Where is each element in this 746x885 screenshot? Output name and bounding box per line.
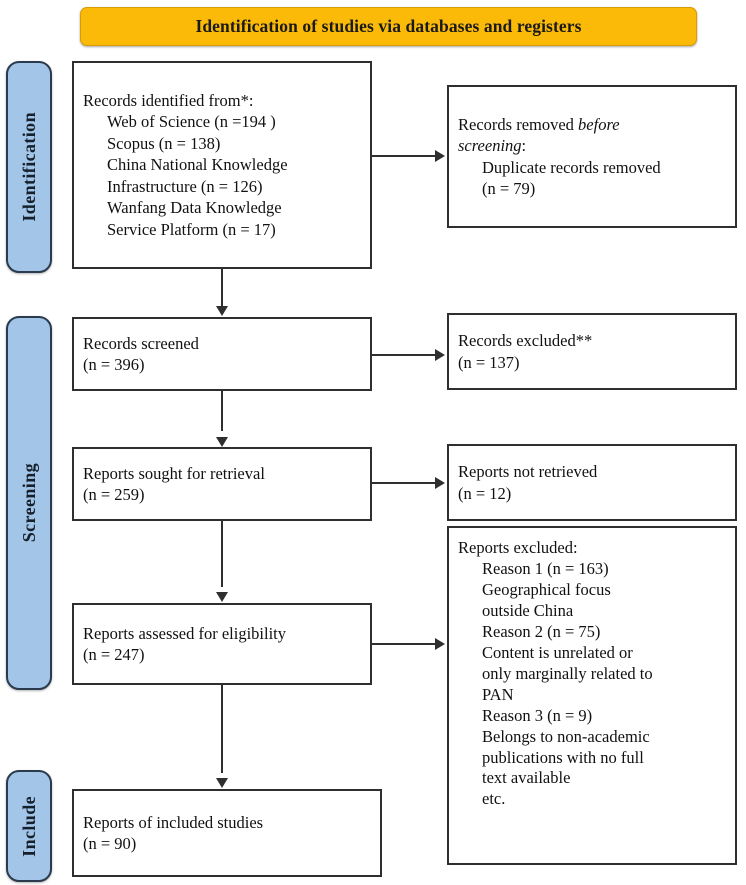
arrowhead-down-assessed-to-included [216, 778, 228, 788]
reason-1-desc-line2: outside China [482, 600, 574, 620]
diagram-title-banner: Identification of studies via databases … [80, 7, 697, 46]
reports-excluded-heading: Reports excluded: [458, 538, 578, 557]
box-records-removed-body: Records removed before screening: Duplic… [449, 114, 735, 200]
connector-assessed-to-included [221, 685, 223, 773]
source-cnki-line1: China National Knowledge [107, 155, 288, 175]
source-wanfang-line1: Wanfang Data Knowledge [107, 198, 282, 218]
arrowhead-down-identified-to-screened [216, 306, 228, 316]
records-excluded-count: (n = 137) [458, 352, 520, 372]
arrowhead-down-screened-to-sought [216, 437, 228, 447]
reason-3-desc-line2: publications with no full [482, 747, 644, 767]
connector-assessed-to-reports-excluded [372, 643, 436, 645]
connector-screened-to-excluded [372, 354, 436, 356]
box-records-removed: Records removed before screening: Duplic… [447, 85, 737, 228]
stage-pill-include: Include [6, 770, 52, 882]
box-records-identified-body: Records identified from*: Web of Science… [74, 90, 370, 240]
records-removed-colon: : [521, 136, 527, 156]
stage-pill-identification: Identification [6, 61, 52, 273]
records-excluded-label: Records excluded** [458, 331, 593, 351]
reason-3-desc-line1: Belongs to non-academic [482, 726, 650, 746]
records-removed-line2: screening: [458, 135, 726, 156]
box-reports-excluded-body: Reports excluded: Reason 1 (n = 163) Geo… [449, 538, 735, 810]
records-removed-screening: screening [458, 136, 522, 156]
arrowhead-right-assessed-to-reports-excluded [435, 638, 445, 650]
arrowhead-right-sought-to-not-retrieved [435, 477, 445, 489]
stage-pill-screening: Screening [6, 316, 52, 690]
connector-screened-to-sought [221, 391, 223, 431]
box-reports-sought: Reports sought for retrieval (n = 259) [72, 447, 372, 521]
reports-assessed-label: Reports assessed for eligibility [83, 623, 287, 643]
box-records-identified: Records identified from*: Web of Science… [72, 61, 372, 269]
connector-identified-to-screened [221, 269, 223, 309]
reports-excluded-etc: etc. [482, 789, 506, 809]
source-cnki-line2: Infrastructure (n = 126) [107, 176, 263, 196]
duplicate-records-removed-count: (n = 79) [482, 178, 536, 198]
reports-assessed-count: (n = 247) [83, 645, 145, 664]
box-reports-not-retrieved: Reports not retrieved (n = 12) [447, 444, 737, 521]
source-web-of-science: Web of Science (n =194 ) [107, 112, 276, 132]
records-screened-count: (n = 396) [83, 355, 145, 374]
reason-2: Reason 2 (n = 75) [482, 621, 601, 641]
stage-label-identification: Identification [18, 112, 39, 222]
box-records-screened: Records screened (n = 396) [72, 317, 372, 391]
stage-label-include: Include [18, 795, 39, 857]
reason-3-desc-line3: text available [482, 768, 571, 788]
connector-identified-to-removed [372, 155, 436, 157]
box-reports-included: Reports of included studies (n = 90) [72, 789, 382, 877]
source-scopus: Scopus (n = 138) [107, 133, 221, 153]
box-reports-assessed-body: Reports assessed for eligibility (n = 24… [74, 623, 370, 666]
connector-sought-to-assessed [221, 521, 223, 587]
reports-included-count: (n = 90) [83, 834, 137, 853]
records-removed-before: before [578, 114, 620, 134]
arrowhead-right-screened-to-excluded [435, 349, 445, 361]
records-removed-line1: Records removed before [458, 114, 726, 135]
stage-label-screening: Screening [18, 463, 39, 543]
box-records-screened-body: Records screened (n = 396) [74, 333, 370, 376]
arrowhead-right-identified-to-removed [435, 150, 445, 162]
records-screened-label: Records screened [83, 333, 199, 353]
box-reports-assessed: Reports assessed for eligibility (n = 24… [72, 603, 372, 685]
source-wanfang-line2: Service Platform (n = 17) [107, 219, 276, 239]
reason-2-desc-line1: Content is unrelated or [482, 642, 633, 662]
reports-not-retrieved-count: (n = 12) [458, 483, 512, 503]
reason-2-desc-line3: PAN [482, 684, 514, 704]
box-records-excluded: Records excluded** (n = 137) [447, 313, 737, 390]
box-records-excluded-body: Records excluded** (n = 137) [449, 330, 735, 373]
reports-included-label: Reports of included studies [83, 812, 264, 832]
records-removed-text: Records removed [458, 114, 579, 134]
records-identified-heading: Records identified from*: [83, 90, 254, 110]
connector-sought-to-not-retrieved [372, 482, 436, 484]
diagram-title: Identification of studies via databases … [195, 16, 582, 36]
reports-not-retrieved-label: Reports not retrieved [458, 462, 598, 482]
reason-2-desc-line2: only marginally related to [482, 663, 653, 683]
box-reports-included-body: Reports of included studies (n = 90) [74, 812, 380, 855]
arrowhead-down-sought-to-assessed [216, 592, 228, 602]
duplicate-records-removed-label: Duplicate records removed [482, 157, 661, 177]
box-reports-sought-body: Reports sought for retrieval (n = 259) [74, 463, 370, 506]
reports-sought-count: (n = 259) [83, 485, 145, 504]
reason-3: Reason 3 (n = 9) [482, 705, 593, 725]
reports-sought-label: Reports sought for retrieval [83, 463, 265, 483]
box-reports-not-retrieved-body: Reports not retrieved (n = 12) [449, 461, 735, 504]
reason-1-desc-line1: Geographical focus [482, 579, 611, 599]
reason-1: Reason 1 (n = 163) [482, 558, 609, 578]
box-reports-excluded-reasons: Reports excluded: Reason 1 (n = 163) Geo… [447, 526, 737, 865]
